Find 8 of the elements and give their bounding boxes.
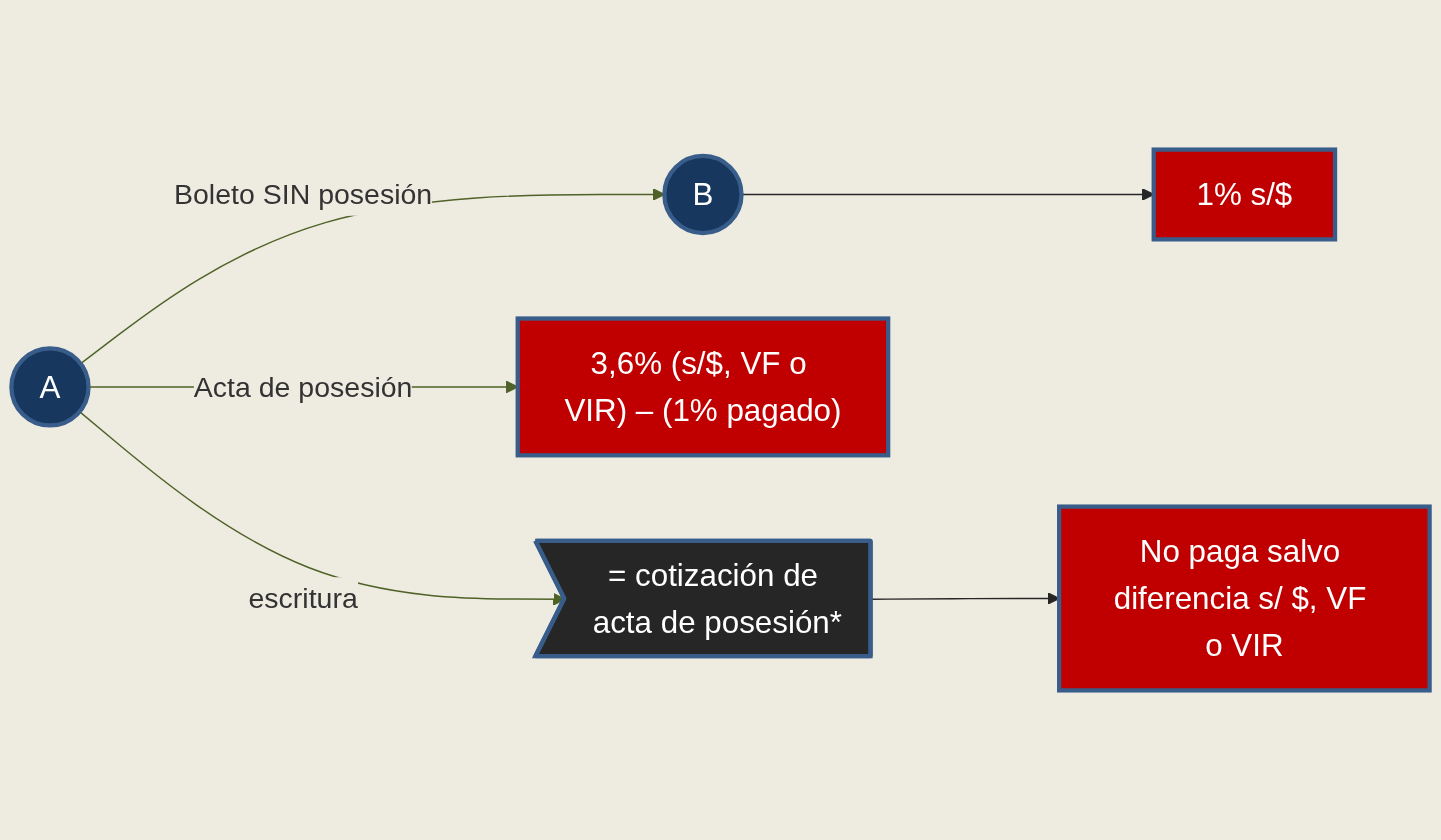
- edge-label: Acta de posesión: [193, 371, 413, 403]
- edge-label: escritura: [248, 582, 358, 615]
- node-box: 1% s/$: [1151, 147, 1338, 242]
- node-box: 3,6% (s/$, VF o VIR) – (1% pagado): [515, 316, 891, 458]
- node-circle: A: [9, 346, 91, 428]
- node-circle: B: [662, 153, 744, 236]
- node-box: No paga salvo diferencia s/ $, VF o VIR: [1057, 504, 1432, 693]
- edge-label: Boleto SIN posesión: [174, 178, 433, 211]
